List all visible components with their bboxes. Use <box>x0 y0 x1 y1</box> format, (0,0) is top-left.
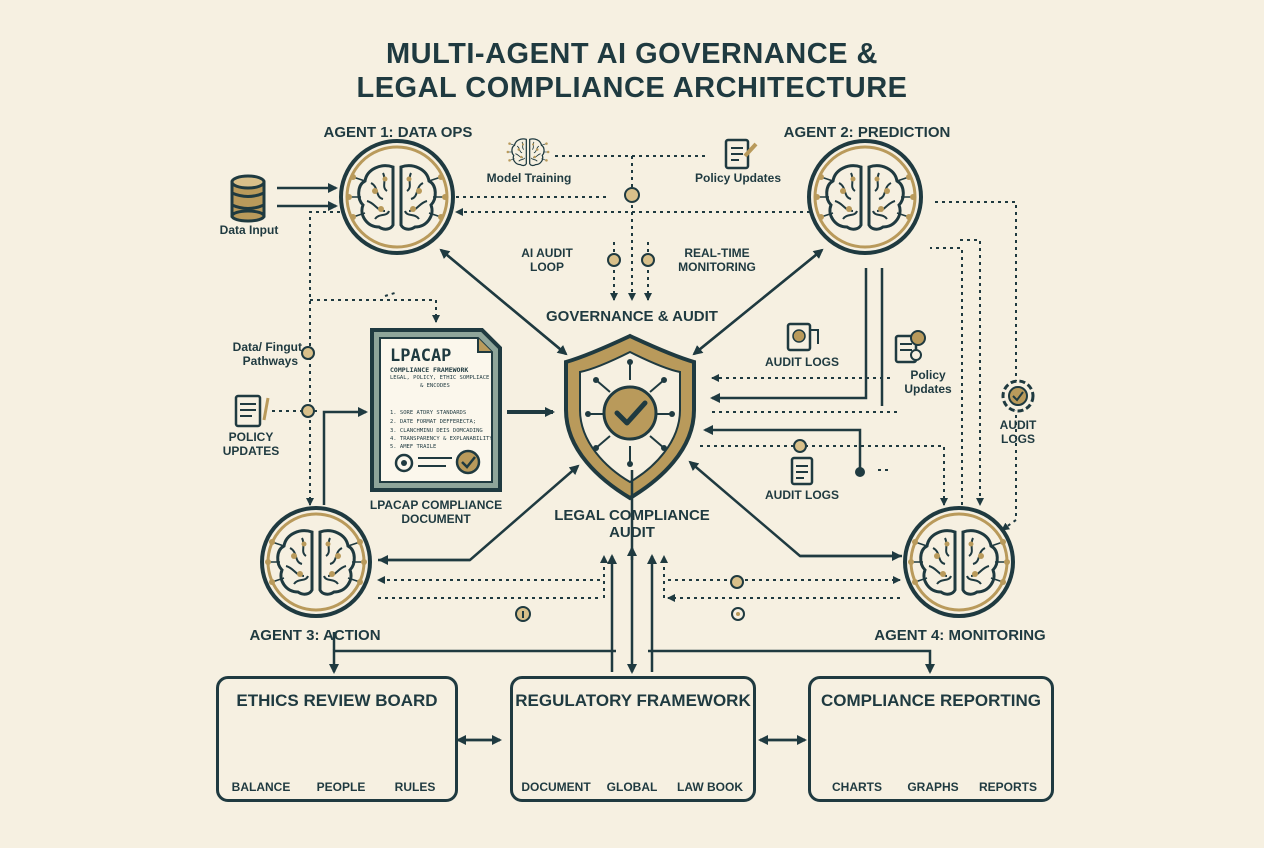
policy-updates-left-label: POLICY <box>228 430 274 444</box>
ai-audit-loop-label-2: LOOP <box>529 260 564 274</box>
box-title: REGULATORY FRAMEWORK <box>515 691 751 710</box>
database-icon <box>230 174 266 223</box>
doc-subtitle-2: LEGAL, POLICY, ETHIC SOMPLIACE <box>390 375 490 381</box>
clipboard-icon <box>724 138 758 170</box>
support-icon <box>731 607 745 621</box>
doc-subtitle: COMPLIANCE FRAMEWORK <box>390 366 469 374</box>
doc-heading: LPACAP <box>390 346 452 366</box>
audit-logs-label: AUDIT LOGS <box>765 355 839 369</box>
agent-3-label: AGENT 3: ACTION <box>249 627 381 644</box>
item-label: CHARTS <box>832 780 882 794</box>
policy-updates-top-label: Policy Updates <box>694 171 782 185</box>
doc-item: 5. AMEF TRAILE <box>390 444 437 450</box>
lpacap-document-icon <box>370 328 502 492</box>
junction-dot <box>855 467 865 477</box>
model-training-label: Model Training <box>486 171 572 185</box>
audit-logs-right-label-2: LOGS <box>1000 432 1035 446</box>
item-label: PEOPLE <box>316 780 366 794</box>
lpacap-document-label-2: DOCUMENT <box>401 512 471 526</box>
policy-updates-right-label: Policy <box>910 368 946 382</box>
compliance-reporting-box: COMPLIANCE REPORTING CHARTS GRAPHS REPOR… <box>808 676 1054 802</box>
audit-log-icon <box>786 322 819 352</box>
item-label: DOCUMENT <box>521 780 591 794</box>
page-title-line2: LEGAL COMPLIANCE ARCHITECTURE <box>356 72 908 104</box>
item-label: LAW BOOK <box>677 780 743 794</box>
junction-dots <box>301 187 807 589</box>
audit-logs-right-label: AUDIT <box>999 418 1037 432</box>
doc-subtitle-3: & ENCODES <box>420 383 450 389</box>
gear-check-icon <box>1001 379 1035 413</box>
data-pathways-label: Data/ Fingut <box>232 340 302 354</box>
log-document-icon <box>790 456 814 486</box>
legal-compliance-label-2: AUDIT <box>609 524 655 541</box>
data-input-label: Data Input <box>219 223 279 237</box>
doc-item: 2. DATE FORMAT DEFFERECTA; <box>390 419 477 425</box>
item-label: GRAPHS <box>907 780 959 794</box>
agent-4-label: AGENT 4: MONITORING <box>874 627 1046 644</box>
agent-2-label: AGENT 2: PREDICTION <box>783 124 951 141</box>
realtime-monitoring-label-2: MONITORING <box>678 260 756 274</box>
shield-check-icon <box>564 333 696 501</box>
doc-item: 4. TRANSPARENCY & EXPLANABILITY <box>390 436 493 442</box>
regulatory-framework-box: REGULATORY FRAMEWORK DOCUMENT GLOBAL LAW… <box>510 676 756 802</box>
item-label: REPORTS <box>978 780 1037 794</box>
agent-2-node <box>807 139 923 255</box>
item-label: GLOBAL <box>606 780 658 794</box>
policy-updates-left-label-2: UPDATES <box>222 444 280 458</box>
agent-1-label: AGENT 1: DATA OPS <box>323 124 473 141</box>
realtime-monitoring-label: REAL-TIME <box>684 246 750 260</box>
item-label: BALANCE <box>231 780 291 794</box>
ethics-review-board-box: ETHICS REVIEW BOARD BALANCE PEOPLE RULES <box>216 676 458 802</box>
info-icon <box>515 606 531 622</box>
lpacap-document-label: LPACAP COMPLIANCE <box>369 498 503 512</box>
agent-4-node <box>903 506 1015 618</box>
ai-audit-loop-label: AI AUDIT <box>521 246 573 260</box>
legal-compliance-label: LEGAL COMPLIANCE <box>554 507 710 524</box>
box-title: ETHICS REVIEW BOARD <box>236 691 438 710</box>
doc-item: 1. SORE ATDRY STANDARDS <box>390 410 467 416</box>
agent-1-node <box>339 139 455 255</box>
data-pathways-label-2: Pathways <box>242 354 298 368</box>
governance-label: GOVERNANCE & AUDIT <box>546 308 718 325</box>
box-title: COMPLIANCE REPORTING <box>820 691 1042 710</box>
solid-connectors <box>277 183 935 745</box>
policy-clock-icon <box>894 330 926 364</box>
policy-updates-right-label-2: Updates <box>904 382 952 396</box>
agent-3-node <box>260 506 372 618</box>
item-label: RULES <box>394 780 436 794</box>
policy-document-icon <box>234 394 270 428</box>
page-title: MULTI-AGENT AI GOVERNANCE & <box>386 38 878 70</box>
brain-icon <box>505 138 551 167</box>
audit-logs-lower-label: AUDIT LOGS <box>765 488 839 502</box>
doc-item: 3. CLANCHMINU DEIS DOMCADING <box>390 428 483 434</box>
